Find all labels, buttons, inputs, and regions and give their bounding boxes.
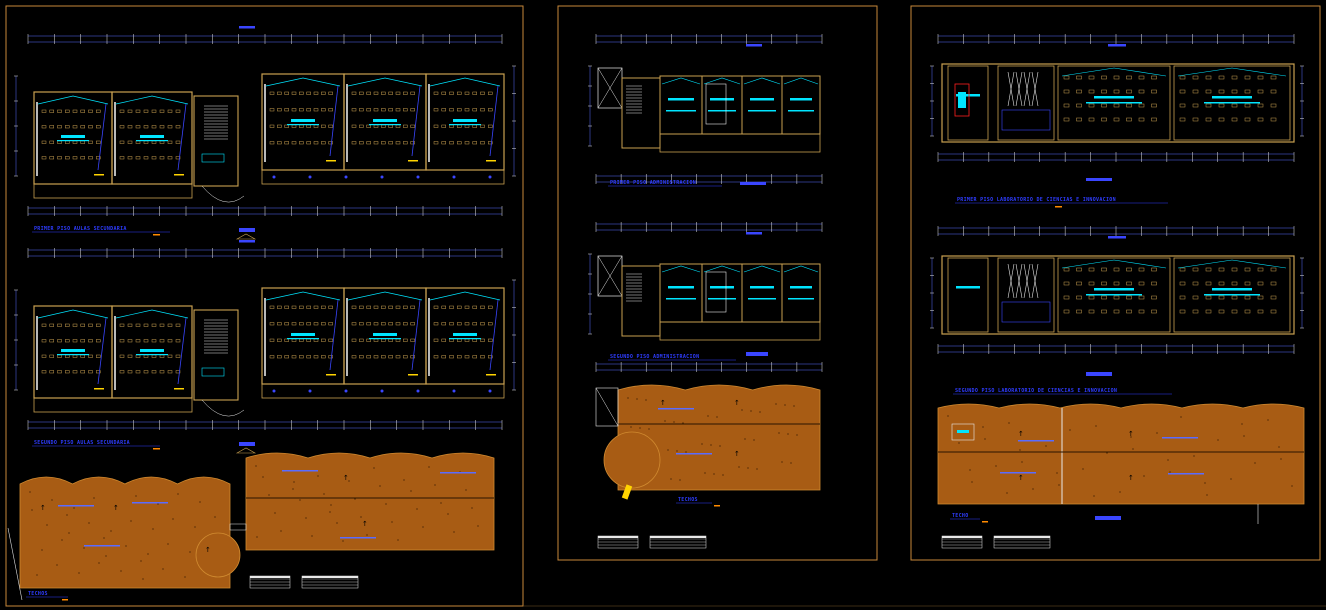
svg-text:↑: ↑ — [362, 520, 368, 528]
plan-primer-piso-admin — [588, 34, 823, 184]
sheet-1-frame — [5, 5, 524, 607]
svg-text:↑: ↑ — [205, 546, 211, 554]
plan-title-segundo-piso-lab: SEGUNDO PISO LABORATORIO DE CIENCIAS E I… — [955, 388, 1117, 394]
plan-label-s3-p3: TECHO — [950, 513, 988, 523]
plan-segundo-piso-lab — [930, 226, 1304, 354]
svg-text:↑: ↑ — [1128, 474, 1134, 482]
svg-text:↑: ↑ — [660, 399, 666, 407]
plan-title-techo-3: TECHO — [952, 513, 969, 519]
svg-text:↑: ↑ — [40, 504, 46, 512]
plan-title-techos-1: TECHOS — [28, 591, 48, 597]
plan-techos-aulas: ↑ ↑ ↑ ↑ ↑ — [7, 452, 495, 601]
plan-label-s2-p2: SEGUNDO PISO ADMINISTRACION — [608, 354, 736, 361]
plan-label-s1-p2: SEGUNDO PISO AULAS SECUNDARIA — [32, 440, 160, 450]
plan-label-s3-p1: PRIMER PISO LABORATORIO DE CIENCIAS E IN… — [955, 197, 1168, 208]
plan-label-s1-p1: PRIMER PISO AULAS SECUNDARIA — [32, 226, 170, 236]
svg-text:↑: ↑ — [343, 474, 349, 482]
plan-title-segundo-piso-admin: SEGUNDO PISO ADMINISTRACION — [610, 354, 699, 360]
svg-text:↑: ↑ — [1128, 430, 1134, 438]
plan-title-techos-2: TECHOS — [678, 497, 698, 503]
plan-label-s1-p3: TECHOS — [26, 591, 68, 601]
plan-segundo-piso-aulas — [14, 240, 516, 454]
svg-text:↑: ↑ — [734, 399, 740, 407]
svg-text:↑: ↑ — [1018, 474, 1024, 482]
plan-title-primer-piso-lab: PRIMER PISO LABORATORIO DE CIENCIAS E IN… — [957, 197, 1116, 203]
plan-label-s2-p3: TECHOS — [676, 497, 720, 507]
plan-primer-piso-aulas — [14, 26, 516, 240]
plan-primer-piso-lab — [930, 34, 1304, 162]
plan-title-primer-piso-aulas: PRIMER PISO AULAS SECUNDARIA — [34, 226, 127, 232]
plan-label-s3-p2: SEGUNDO PISO LABORATORIO DE CIENCIAS E I… — [953, 388, 1172, 395]
plan-label-s2-p1: PRIMER PISO ADMINISTRACION — [608, 180, 722, 187]
svg-text:↑: ↑ — [1018, 430, 1024, 438]
sheet-2-frame — [557, 5, 878, 561]
plan-title-segundo-piso-aulas: SEGUNDO PISO AULAS SECUNDARIA — [34, 440, 130, 446]
plan-segundo-piso-admin — [588, 222, 823, 372]
sheet-3-frame — [910, 5, 1321, 561]
lab-extras — [954, 83, 1112, 376]
plan-title-primer-piso-admin: PRIMER PISO ADMINISTRACION — [610, 180, 696, 186]
plan-techo-lab: ↑ ↑ ↑ ↑ — [937, 403, 1305, 549]
svg-text:↑: ↑ — [113, 504, 119, 512]
plan-techos-admin: ↑ ↑ ↑ — [595, 182, 821, 549]
svg-text:↑: ↑ — [734, 450, 740, 458]
